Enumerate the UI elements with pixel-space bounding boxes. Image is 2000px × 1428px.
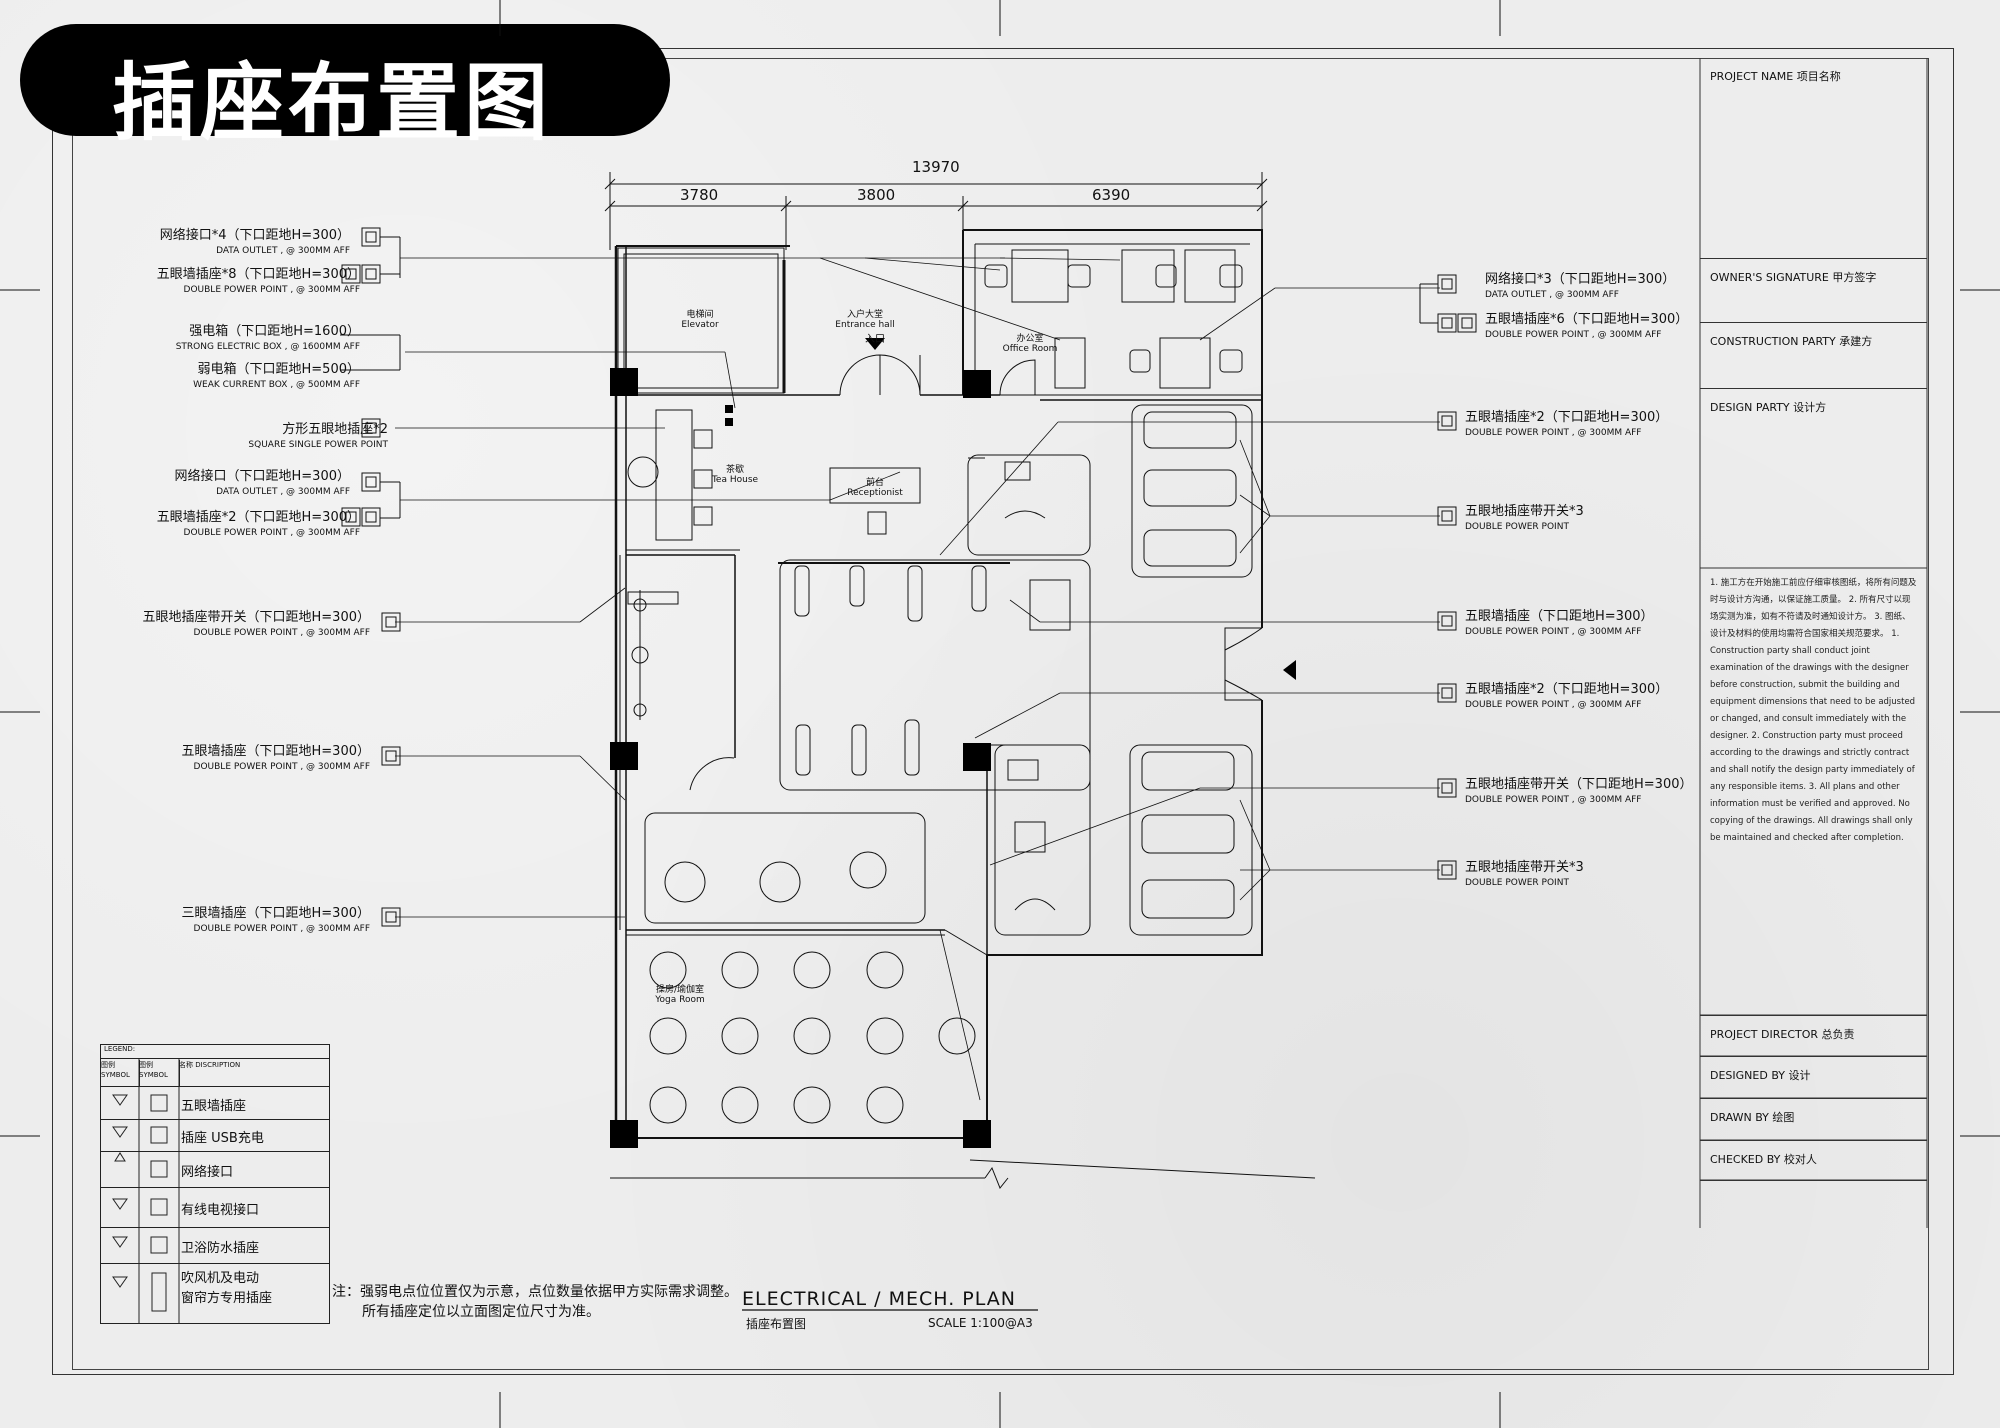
legend-symbols [112,1059,180,1323]
title-banner: 插座布置图 [20,24,670,152]
drawing-note: 注：强弱电点位位置仅为示意，点位数量依据甲方实际需求调整。所有插座定位以立面图定… [332,1284,738,1320]
anno-r-wall-2b: 五眼墙插座*2（下口距地H=300）DOUBLE POWER POINT , @… [1465,682,1669,710]
anno-r-data-3: 网络接口*3（下口距地H=300）DATA OUTLET , @ 300MM A… [1485,272,1676,300]
tb-general-notes: 1. 施工方在开始施工前应仔细审核图纸，将所有问题及时与设计方沟通，以保证施工质… [1710,578,1917,843]
legend-row: 网络接口 [101,1151,329,1188]
anno-floor-switch: 五眼地插座带开关（下口距地H=300）DOUBLE POWER POINT , … [142,610,370,638]
tb-project-name: PROJECT NAME 项目名称 [1710,70,1841,83]
tb-designed-by: DESIGNED BY 设计 [1700,1056,1927,1098]
plan-subtitle: 插座布置图 [746,1317,807,1331]
tb-project-director: PROJECT DIRECTOR 总负责 [1700,1015,1927,1056]
tb-blank [1700,1180,1927,1228]
plan-title: ELECTRICAL / MECH. PLAN [742,1288,1016,1310]
anno-wall-socket: 五眼墙插座（下口距地H=300）DOUBLE POWER POINT , @ 3… [181,744,370,772]
sheet-title: 插座布置图 [112,54,553,152]
anno-strong-box: 强电箱（下口距地H=1600）STRONG ELECTRIC BOX , @ 1… [175,324,360,352]
tb-owner-signature: OWNER'S SIGNATURE 甲方签字 [1700,258,1927,322]
anno-r-floor-switch: 五眼地插座带开关（下口距地H=300）DOUBLE POWER POINT , … [1465,777,1693,805]
anno-r-wall-socket: 五眼墙插座（下口距地H=300）DOUBLE POWER POINT , @ 3… [1465,609,1654,637]
tb-drawn-by: DRAWN BY 绘图 [1700,1098,1927,1140]
plan-scale: SCALE 1:100@A3 [928,1316,1033,1330]
legend-row: 吹风机及电动 窗帘方专用插座 [181,1271,273,1306]
anno-double-power-8: 五眼墙插座*8（下口距地H=300）DOUBLE POWER POINT , @… [156,267,360,295]
dim-mid: 3800 [857,186,896,204]
tb-design-party: DESIGN PARTY 设计方 [1700,388,1927,568]
dim-right: 6390 [1092,186,1131,204]
legend-row: 插座 USB充电 [101,1119,329,1152]
anno-r-double-6: 五眼墙插座*6（下口距地H=300）DOUBLE POWER POINT , @… [1485,312,1689,340]
legend-row: 五眼墙插座 [101,1087,329,1120]
dim-left: 3780 [680,186,719,204]
dim-total: 13970 [912,158,960,176]
anno-weak-box: 弱电箱（下口距地H=500）WEAK CURRENT BOX , @ 500MM… [193,362,360,390]
inner-frame [72,58,1929,1370]
legend-row: 有线电视接口 [101,1187,329,1228]
outer-frame [52,48,1954,1375]
anno-double-power-2: 五眼墙插座*2（下口距地H=300）DOUBLE POWER POINT , @… [156,510,360,538]
legend-table: LEGEND: 图例 SYMBOL 图例 SYMBOL 名称 DISCRIPTI… [100,1044,330,1324]
anno-triple-socket: 三眼墙插座（下口距地H=300）DOUBLE POWER POINT , @ 3… [181,906,370,934]
anno-data-outlet-4: 网络接口*4（下口距地H=300）DATA OUTLET , @ 300MM A… [159,228,350,256]
legend-title: LEGEND: [101,1045,329,1059]
tb-checked-by: CHECKED BY 校对人 [1700,1140,1927,1180]
legend-row: 卫浴防水插座 [101,1227,329,1264]
tb-construction-party: CONSTRUCTION PARTY 承建方 [1700,322,1927,388]
anno-r-wall-2: 五眼墙插座*2（下口距地H=300）DOUBLE POWER POINT , @… [1465,410,1669,438]
entrance-sign: 入口 [865,334,885,345]
anno-data-outlet: 网络接口（下口距地H=300）DATA OUTLET , @ 300MM AFF [174,469,350,497]
legend-col-3: 名称 DISCRIPTION [179,1060,329,1087]
